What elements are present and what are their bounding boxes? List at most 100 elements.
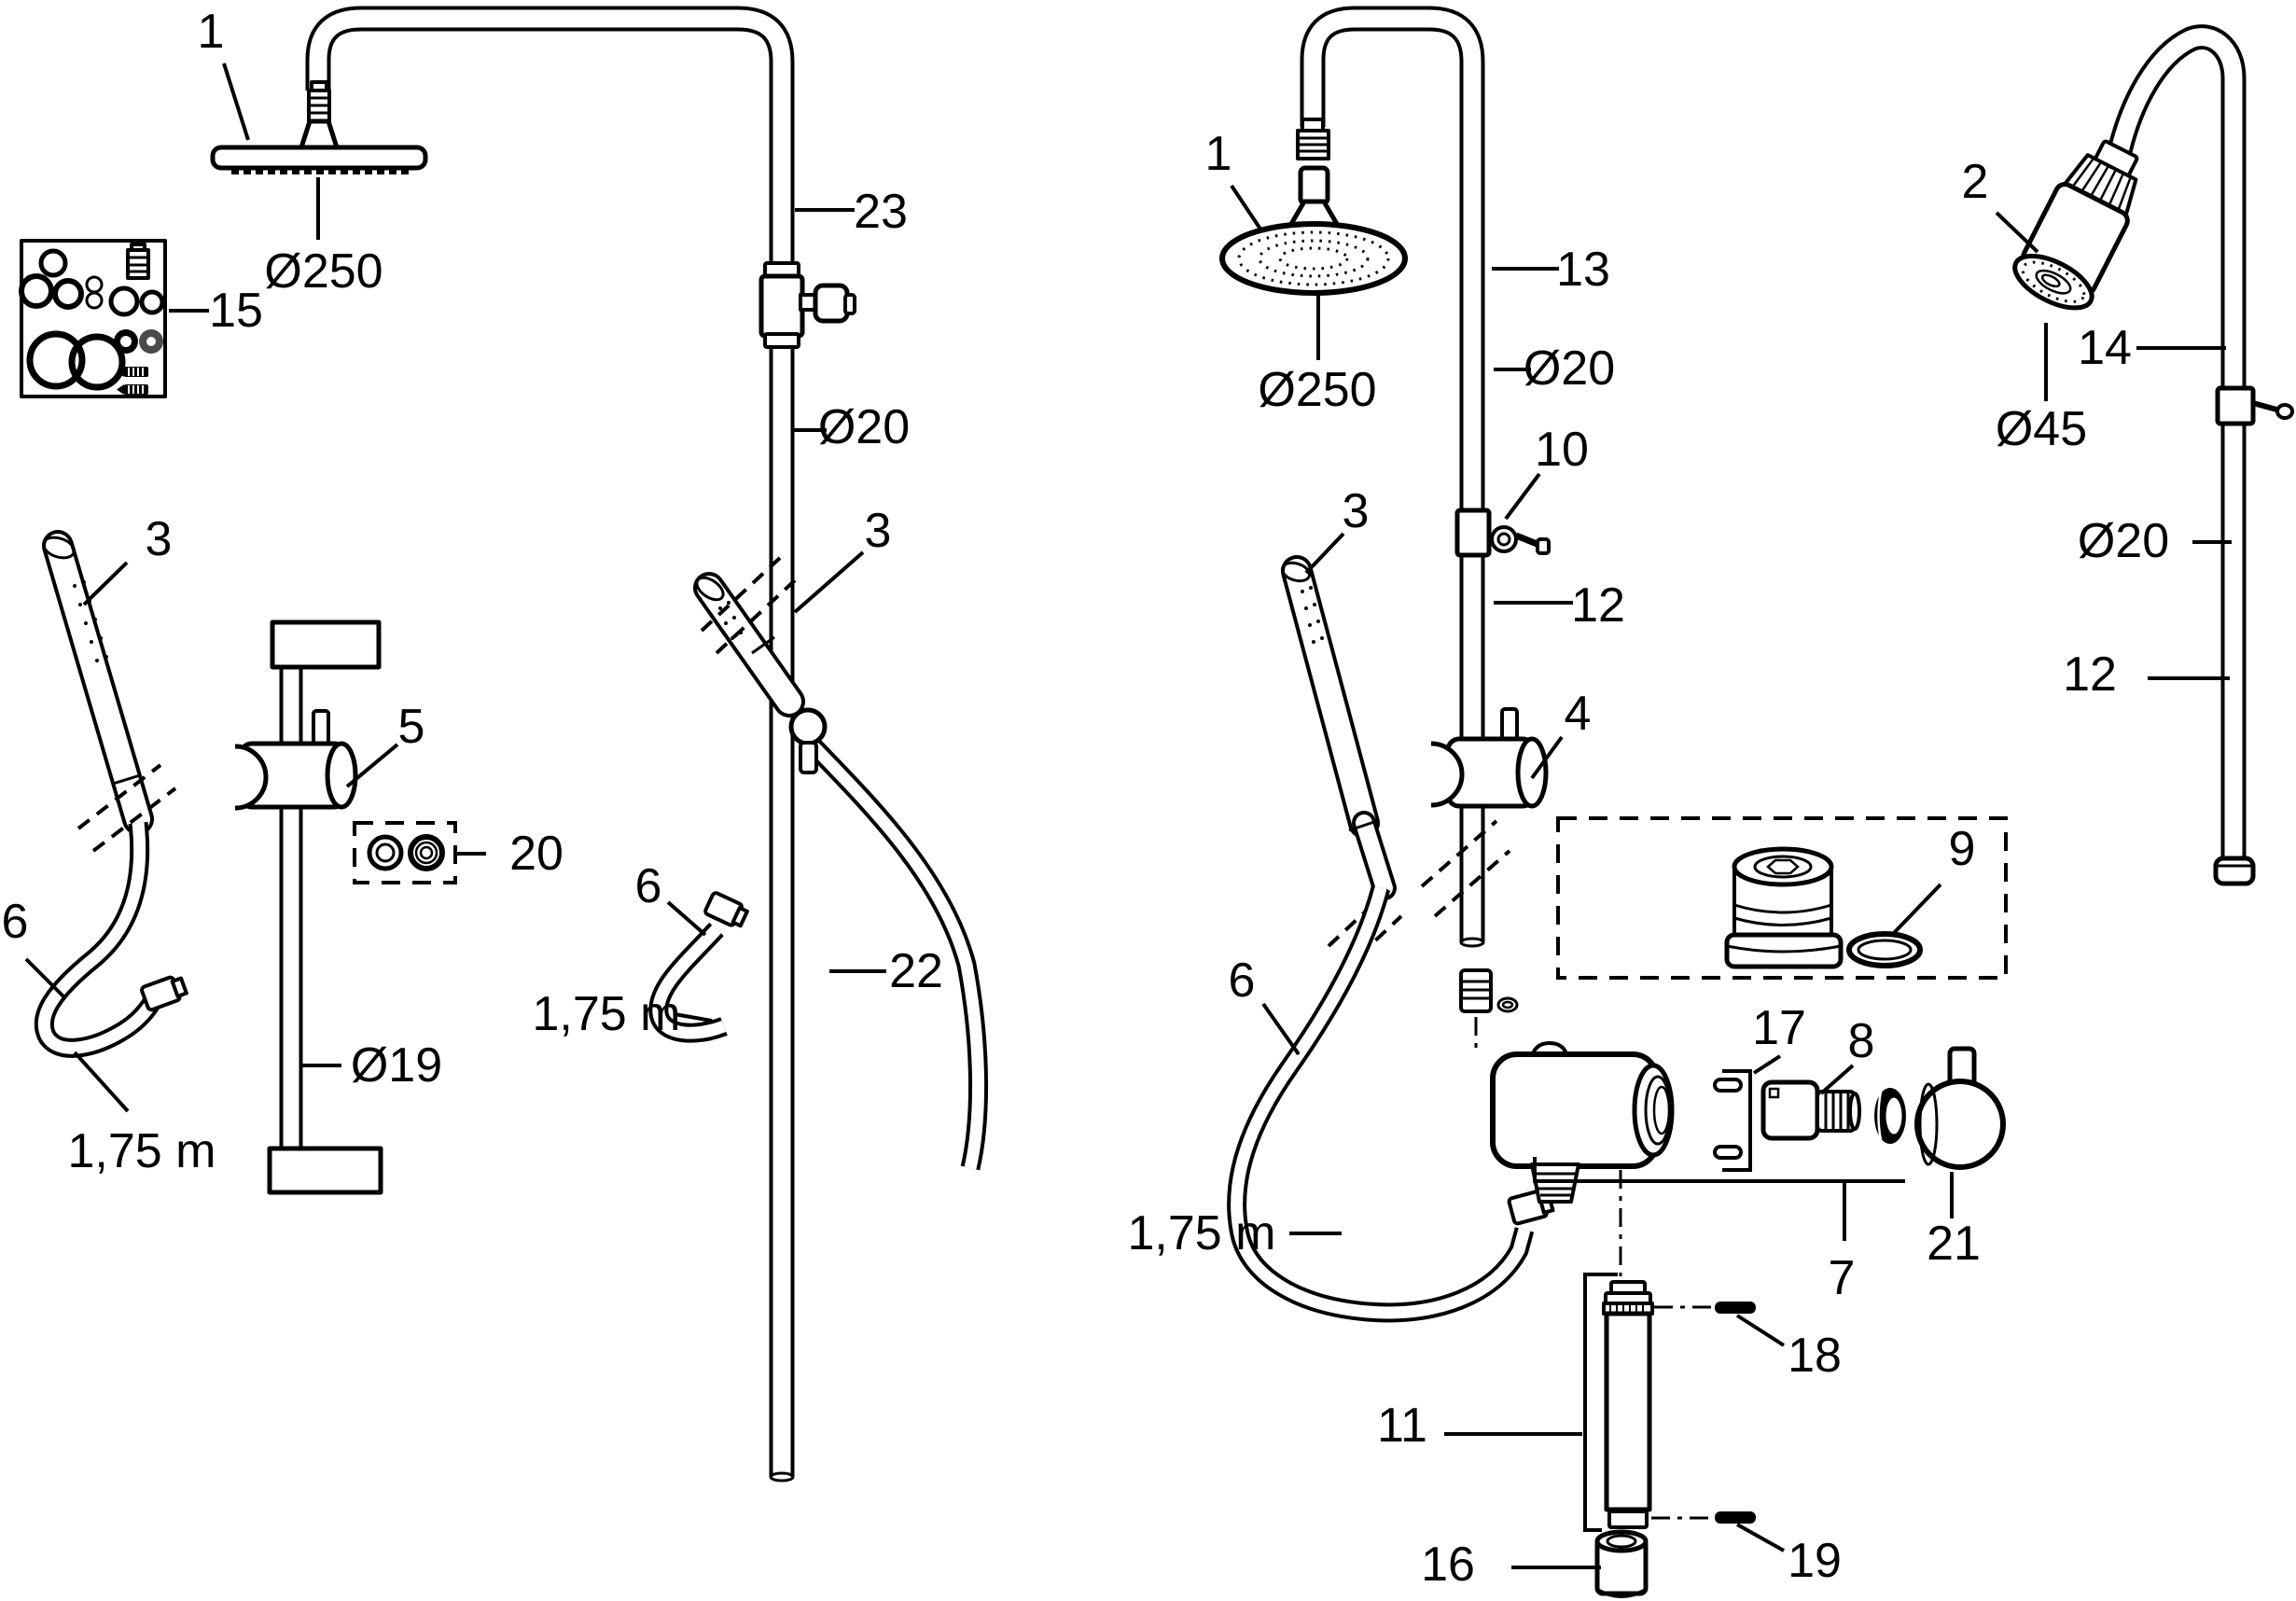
slide-ring-screw [1514, 532, 1541, 549]
diverter-knob-tip [843, 293, 856, 315]
grub-screw-18 [1654, 1302, 1756, 1314]
callout-wall-bar-set-hand-shower: 3 [146, 512, 173, 566]
callout-exploded-column-slider-holder: 4 [1565, 687, 1592, 741]
callout-hand-shower-column-head-diameter: Ø45 [1996, 402, 2087, 456]
callout-assembled-column-lower-pipe: 22 [889, 944, 943, 998]
riser-pipe-inner [309, 9, 791, 1477]
diverter-cartridge [1760, 1079, 1861, 1141]
slide-ring [1490, 525, 1518, 553]
callout-assembled-column-head-diameter: Ø250 [264, 244, 383, 299]
wand-tip [42, 536, 76, 560]
diverter-knob [813, 283, 850, 324]
bar-bracket-top [270, 620, 382, 670]
callout-wall-bar-set-shower-hose: 6 [2, 895, 29, 949]
slider-clamp [1430, 741, 1465, 808]
wand-collar [1348, 819, 1378, 832]
slider-face [325, 741, 358, 810]
diverter-body [758, 273, 805, 339]
callout-exploded-column-shower-hose: 6 [1229, 954, 1256, 1008]
collar-screw-head [2275, 403, 2294, 420]
cover-cap [1914, 1046, 2006, 1170]
slide-collar [2215, 385, 2256, 426]
pipe-end [769, 1471, 795, 1483]
o-ring [1846, 931, 1923, 968]
seal-pair-box [353, 821, 457, 884]
callout-assembled-column-hand-shower: 3 [865, 504, 892, 558]
callout-exploded-column-cartridge-seal: 9 [1949, 822, 1976, 876]
hand-shower-hose-inner [809, 742, 985, 1170]
wand-tip [695, 576, 725, 602]
callout-exploded-column-upper-pipe: 13 [1556, 243, 1610, 297]
callout-assembled-column-hose-length: 1,75 m [533, 987, 681, 1041]
riser-pipe [305, 6, 795, 1477]
seal-kit-box [19, 239, 167, 398]
exploded-shower-column [1219, 6, 2008, 1598]
callout-hand-shower-column-pipe-diameter: Ø20 [2078, 514, 2169, 568]
collar-screw [2252, 400, 2281, 413]
valve-top-nub [1530, 1040, 1569, 1057]
callout-exploded-column-lower-pipe: 12 [1571, 578, 1625, 633]
head-nozzles [231, 169, 409, 174]
wand-spray-dots [1301, 586, 1324, 644]
dashed-box [1556, 816, 2008, 980]
callout-wall-bar-set-slider-holder: 5 [398, 700, 425, 754]
hand-shower-column [2012, 24, 2294, 886]
wand-collar [751, 635, 775, 655]
callout-wall-bar-set-bar-diameter: Ø19 [351, 1038, 442, 1093]
slider-clamp [234, 744, 269, 811]
callout-exploded-column-cover-cap: 21 [1927, 1217, 1981, 1271]
callout-hand-shower-column-pipe: 12 [2063, 647, 2117, 702]
hose-fitting [703, 891, 749, 928]
callout-exploded-column-head-diameter: Ø250 [1258, 363, 1376, 417]
shower-hose [1227, 885, 1535, 1323]
head-face [2012, 254, 2094, 311]
callout-exploded-column-valve-assembly: 7 [1829, 1251, 1856, 1305]
break-marks [700, 556, 797, 655]
callout-assembled-column-overhead-shower: 1 [198, 5, 225, 59]
leader-lines [24, 63, 2232, 1569]
callout-assembled-column-pipe-diameter: Ø20 [818, 400, 910, 454]
callout-exploded-column-column-tube: 11 [1377, 1399, 1427, 1453]
grub-screws [117, 367, 148, 395]
assembled-shower-column [210, 6, 989, 1483]
cartridge [1724, 846, 1844, 969]
adapter-bracket [1713, 1069, 1752, 1172]
pipe-end-cap [2213, 856, 2256, 886]
break-marks [77, 763, 177, 853]
hand-shower-head [2012, 139, 2139, 311]
callout-wall-bar-set-hose-length: 1,75 m [68, 1124, 216, 1178]
cartridge-box [1556, 816, 2008, 980]
callout-exploded-column-hose-length: 1,75 m [1128, 1206, 1276, 1260]
wand-collar [112, 773, 141, 786]
strainer-disc [1874, 1088, 1906, 1144]
head-cone [299, 118, 340, 150]
slider-tab [799, 741, 818, 774]
small-o-ring [1496, 996, 1519, 1013]
callout-hand-shower-column-head-connector: 14 [2078, 321, 2132, 375]
callout-exploded-column-overhead-shower: 1 [1205, 127, 1232, 181]
nut [1594, 1529, 1649, 1598]
callout-exploded-column-grub-screw-upper: 18 [1788, 1329, 1842, 1383]
callout-hand-shower-column-hand-shower-head: 2 [1962, 155, 1989, 209]
callout-seal-kit-seal-kit: 15 [209, 284, 263, 338]
slider-face [1515, 736, 1549, 809]
riser-pipe-inner [1303, 9, 1482, 942]
dashed-box [353, 821, 457, 884]
wand-tip [1280, 561, 1312, 583]
column-tube [1602, 1280, 1654, 1529]
assembly-bracket-7 [1533, 1157, 1905, 1241]
diverter-collar-bottom [763, 332, 800, 349]
callout-exploded-column-hand-shower: 3 [1343, 484, 1370, 538]
callout-exploded-column-slide-ring: 10 [1535, 423, 1589, 477]
callout-wall-bar-set-seal-pair: 20 [509, 827, 564, 881]
head-stem [1298, 165, 1330, 206]
head-disc [1219, 221, 1408, 296]
callout-exploded-column-grub-screw-lower: 19 [1788, 1534, 1842, 1588]
callout-exploded-column-nut: 16 [1421, 1538, 1475, 1592]
slide-stop-collar [1454, 508, 1492, 558]
callout-exploded-column-diverter-cartridge: 8 [1848, 1014, 1875, 1068]
callout-assembled-column-shower-hose: 6 [635, 859, 662, 913]
pipe-end [1459, 937, 1485, 948]
callout-exploded-column-adapter: 17 [1752, 1001, 1806, 1055]
